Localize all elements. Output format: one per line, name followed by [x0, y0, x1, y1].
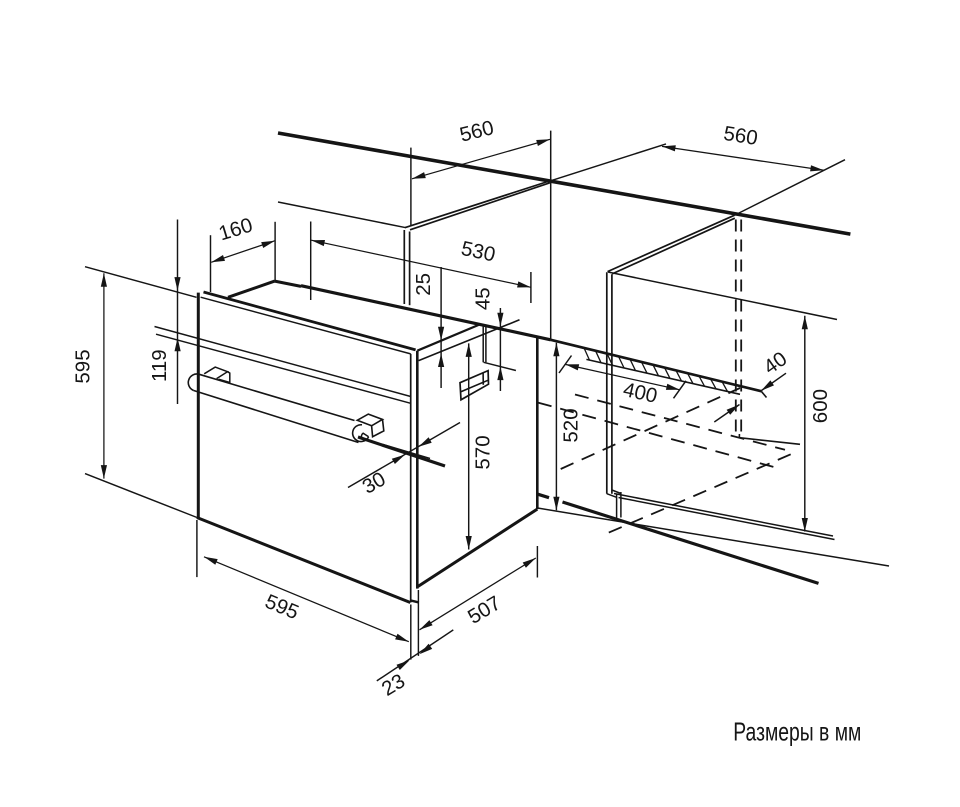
svg-text:520: 520: [559, 408, 582, 442]
svg-text:25: 25: [412, 273, 435, 296]
svg-text:45: 45: [471, 287, 494, 310]
svg-text:570: 570: [471, 435, 494, 469]
svg-text:600: 600: [809, 389, 832, 423]
svg-text:119: 119: [148, 349, 171, 382]
svg-text:Размеры в мм: Размеры в мм: [733, 717, 861, 747]
svg-text:595: 595: [71, 349, 94, 383]
